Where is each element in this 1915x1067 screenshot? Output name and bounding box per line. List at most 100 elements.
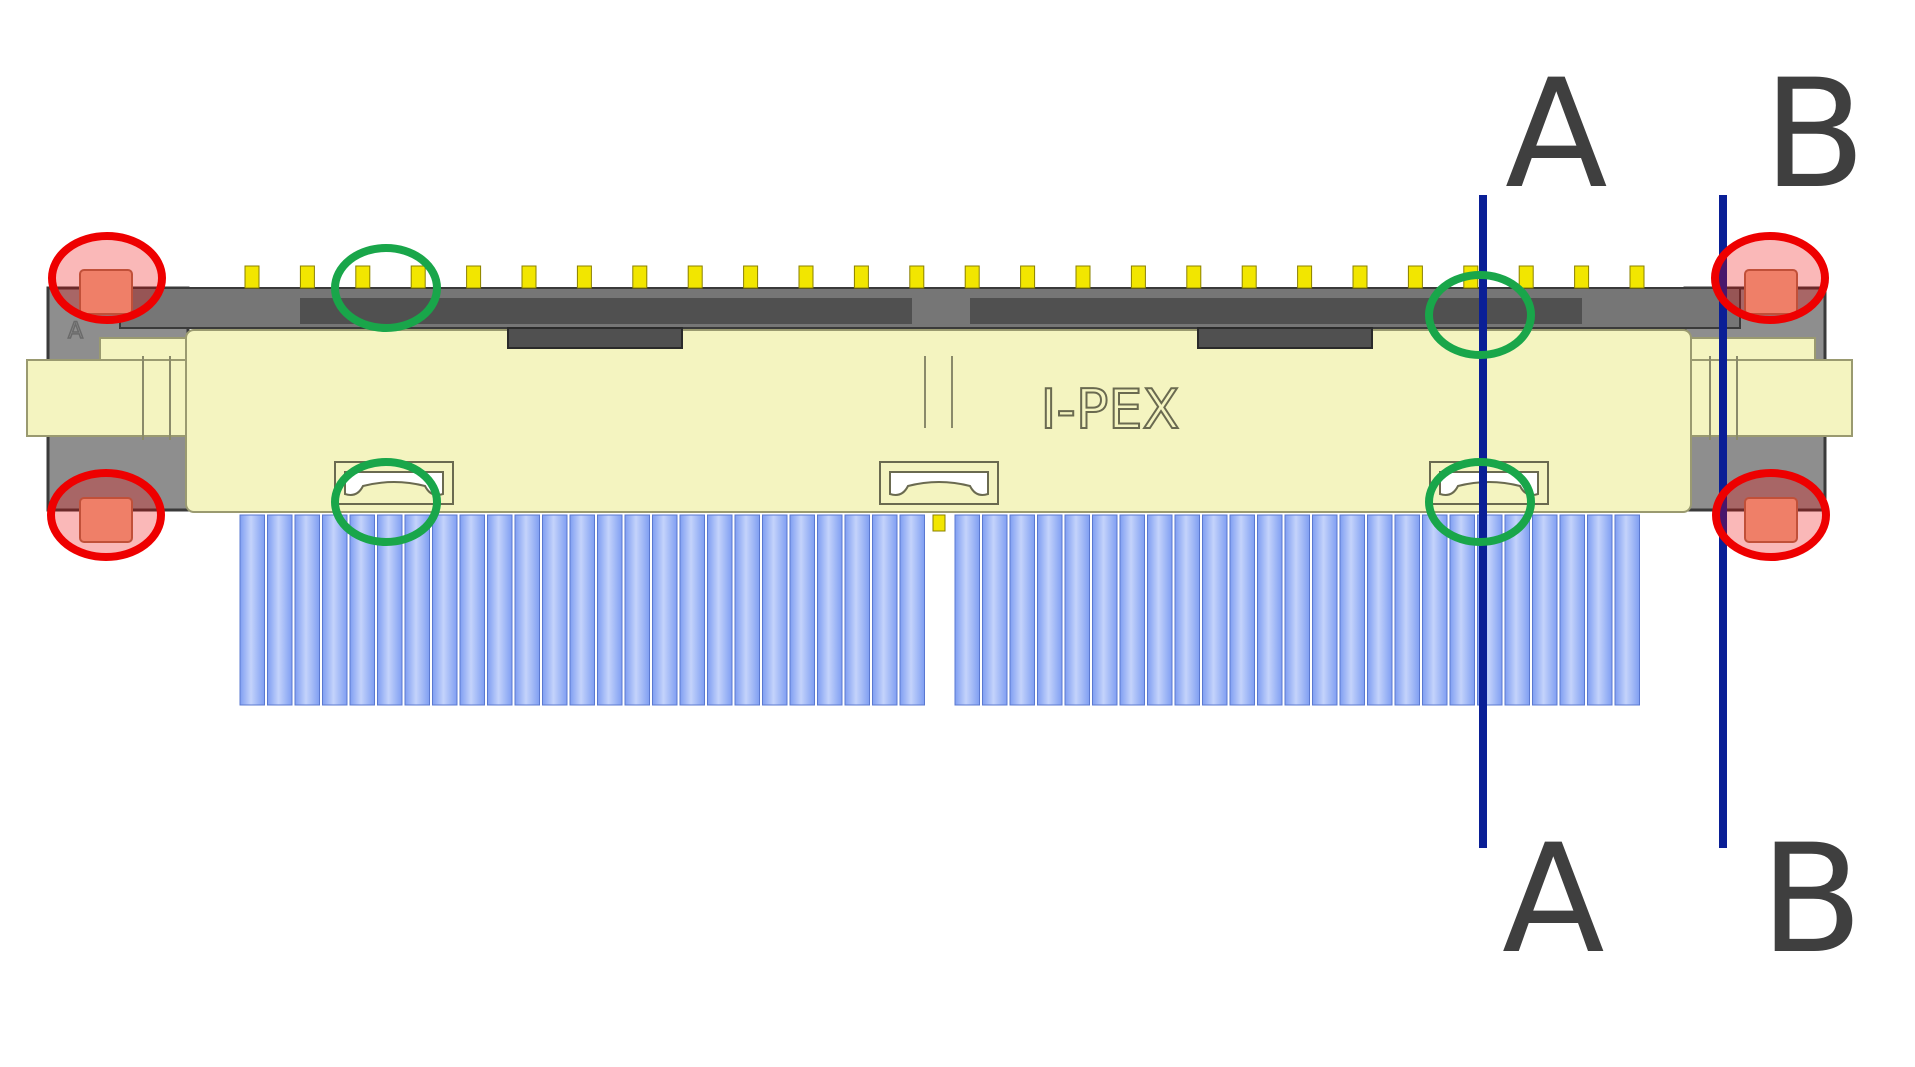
green-marker-circle — [1425, 458, 1535, 546]
brand-marking: I-PEX — [1040, 378, 1179, 441]
cable-wire — [844, 514, 870, 706]
solder-tab — [79, 269, 133, 315]
cable-wire — [1229, 514, 1255, 706]
cable-wire — [542, 514, 568, 706]
cable-wire — [1312, 514, 1338, 706]
top-pin — [632, 265, 648, 289]
top-pins — [244, 265, 1645, 289]
cable-wire — [1587, 514, 1613, 706]
housing — [26, 327, 1853, 513]
cable-wire — [1504, 514, 1530, 706]
cable-wire — [734, 514, 760, 706]
center-ground-pin — [932, 514, 946, 532]
cable-wire — [872, 514, 898, 706]
cable-wire — [982, 514, 1008, 706]
cable-wire — [652, 514, 678, 706]
cable-wire — [679, 514, 705, 706]
cable-wire — [624, 514, 650, 706]
cable-wire — [1257, 514, 1283, 706]
green-marker-circle — [331, 458, 441, 546]
cable-wire — [597, 514, 623, 706]
solder-tabs — [79, 269, 1798, 543]
cable-wire — [1064, 514, 1090, 706]
cable-wire — [1422, 514, 1448, 706]
metal-shell — [46, 286, 1827, 512]
cable-wire — [569, 514, 595, 706]
top-pin — [466, 265, 482, 289]
cable-wire — [239, 514, 265, 706]
top-pin — [687, 265, 703, 289]
section-a-bottom-label: A — [1502, 813, 1605, 987]
pin1-marking: A — [68, 319, 83, 344]
top-pin — [1186, 265, 1202, 289]
cable-wire — [514, 514, 540, 706]
top-pin — [521, 265, 537, 289]
green-marker-circle — [1425, 271, 1535, 359]
cable-wire — [377, 514, 403, 706]
solder-tab — [1744, 269, 1798, 315]
cable-wire — [1532, 514, 1558, 706]
top-pin — [1518, 265, 1534, 289]
top-pin — [798, 265, 814, 289]
section-b-bottom-label: B — [1760, 813, 1863, 987]
markers — [47, 232, 1830, 561]
section-a-top-label: A — [1505, 48, 1608, 222]
top-pin — [1407, 265, 1423, 289]
cable-wire — [1037, 514, 1063, 706]
red-marker-circle — [1711, 232, 1829, 324]
top-pin — [853, 265, 869, 289]
top-pin — [244, 265, 260, 289]
cable-wire — [322, 514, 348, 706]
lock-window-inner — [889, 471, 989, 496]
red-marker-circle — [48, 232, 166, 324]
cable-wire — [1202, 514, 1228, 706]
cable-wire — [1367, 514, 1393, 706]
top-pin — [576, 265, 592, 289]
top-pin — [1241, 265, 1257, 289]
cable-wire — [954, 514, 980, 706]
cable-wire — [1092, 514, 1118, 706]
top-pin — [964, 265, 980, 289]
top-pin — [1020, 265, 1036, 289]
cable-wire — [1119, 514, 1145, 706]
cable-wire — [1284, 514, 1310, 706]
cable-wire — [762, 514, 788, 706]
top-inner-channel-right — [970, 298, 1582, 324]
top-pin — [1629, 265, 1645, 289]
ribbon-cable — [239, 514, 1640, 706]
cable-wire — [1449, 514, 1475, 706]
solder-tab — [79, 497, 133, 543]
green-marker-circle — [331, 244, 441, 332]
red-marker-circle — [1712, 469, 1830, 561]
housing-notch-right — [1197, 327, 1373, 349]
index-marks — [142, 356, 1738, 440]
top-pin — [1297, 265, 1313, 289]
top-pin — [1075, 265, 1091, 289]
top-pin — [743, 265, 759, 289]
housing-center — [185, 329, 1692, 513]
top-pin — [909, 265, 925, 289]
top-pin — [1352, 265, 1368, 289]
cable-wire — [899, 514, 925, 706]
cable-wire — [1559, 514, 1585, 706]
cable-wire — [432, 514, 458, 706]
cable-wire — [1339, 514, 1365, 706]
cable-wire — [1614, 514, 1640, 706]
cable-wire — [267, 514, 293, 706]
cable-wire — [1009, 514, 1035, 706]
solder-tab — [1744, 497, 1798, 543]
section-b-top-label: B — [1763, 48, 1866, 222]
red-marker-circle — [47, 469, 165, 561]
cable-wire — [487, 514, 513, 706]
cable-wire — [1147, 514, 1173, 706]
cable-wire — [1394, 514, 1420, 706]
cable-wire — [1174, 514, 1200, 706]
housing-notch-left — [507, 327, 683, 349]
top-pin — [1130, 265, 1146, 289]
top-pin — [355, 265, 371, 289]
cable-wire — [707, 514, 733, 706]
cable-wire — [817, 514, 843, 706]
top-pin — [299, 265, 315, 289]
